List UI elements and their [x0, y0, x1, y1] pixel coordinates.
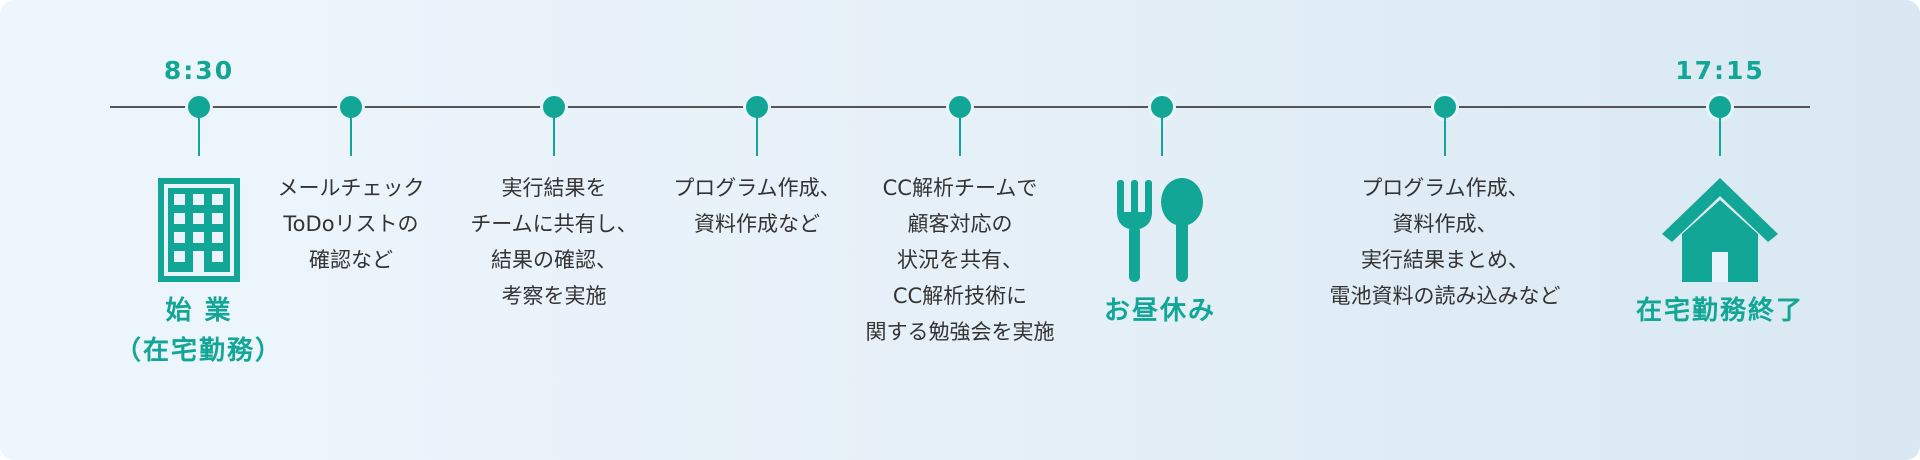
timeline-node-lunch — [1148, 93, 1176, 121]
office-building-icon — [158, 178, 240, 282]
end-label: 在宅勤務終了 — [1635, 296, 1804, 326]
lunch-label: お昼休み — [1103, 296, 1216, 326]
timeline-stem-2 — [553, 116, 555, 156]
house-icon — [1662, 178, 1778, 282]
task-5-description: プログラム作成、 資料作成、 実行結果まとめ、 電池資料の読み込みなど — [1329, 176, 1561, 308]
timeline-stem-start — [198, 116, 200, 156]
timeline-stem-5 — [1444, 116, 1446, 156]
task-2-description: 実行結果を チームに共有し、 結果の確認、 考察を実施 — [470, 176, 638, 308]
timeline-stem-1 — [350, 116, 352, 156]
start-label: 始 業 （在宅勤務） — [114, 296, 283, 366]
timeline-node-3 — [743, 93, 771, 121]
task-1-description: メールチェック ToDoリストの 確認など — [277, 176, 425, 272]
start-time: 8:30 — [163, 56, 235, 85]
timeline-stem-end — [1719, 116, 1721, 156]
timeline-stem-3 — [756, 116, 758, 156]
task-3-description: プログラム作成、 資料作成など — [673, 176, 841, 236]
fork-spoon-icon — [1117, 178, 1203, 282]
end-time: 17:15 — [1675, 56, 1765, 85]
task-4-description: CC解析チームで 顧客対応の 状況を共有、 CC解析技術に 関する勉強会を実施 — [865, 176, 1055, 344]
timeline-stem-4 — [959, 116, 961, 156]
timeline-stem-lunch — [1161, 116, 1163, 156]
